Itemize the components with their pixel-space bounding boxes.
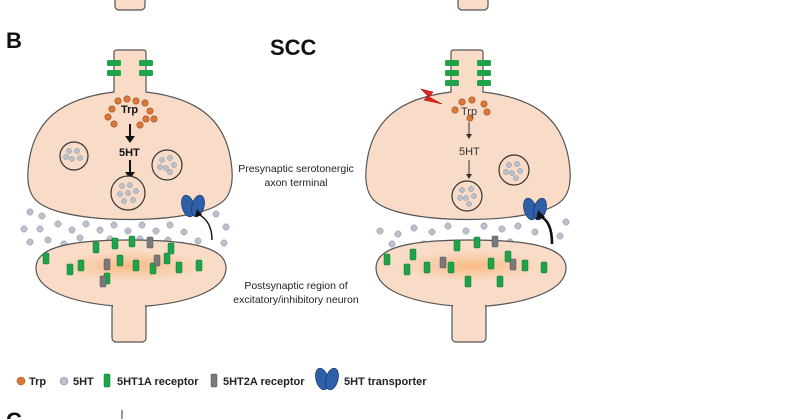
legend-5ht-label: 5HT: [73, 376, 94, 388]
left-vesicle-2: [151, 149, 183, 181]
postsynaptic-label-line1: Postsynaptic region of: [244, 280, 347, 292]
legend-5ht1a-label: 5HT1A receptor: [117, 376, 199, 388]
legend-trp-swatch: [16, 376, 26, 386]
legend-trp-label: Trp: [29, 376, 46, 388]
previous-panel-stem-left: [114, 0, 146, 11]
right-post-5ht1a-receptors: [383, 236, 548, 288]
panel-letter-c: C: [6, 408, 22, 419]
left-stem-5ht1a-receptor-1: [107, 60, 121, 66]
right-vesicle-1: [498, 154, 530, 186]
right-cleft-5ht: [376, 218, 570, 248]
left-dendrite-stem: [111, 303, 147, 343]
left-reuptake-arrow: [197, 213, 213, 241]
right-reuptake-arrow: [539, 214, 554, 245]
right-5ht-transporter: [523, 197, 547, 221]
legend-5ht2a-swatch: [210, 373, 218, 388]
right-trp-label: Trp: [461, 106, 477, 118]
left-vesicle-1: [59, 141, 89, 171]
figure-title: SCC: [270, 35, 317, 60]
right-post-5ht2a-receptors: [439, 235, 517, 271]
left-5ht-label: 5HT: [119, 147, 140, 159]
left-neuron: Trp 5HT: [20, 49, 233, 343]
legend: Trp 5HT 5HT1A receptor 5HT2A receptor 5H…: [16, 367, 427, 391]
left-trp-label: Trp: [121, 104, 138, 116]
legend-5ht-swatch: [59, 376, 69, 386]
left-stem-5ht1a-receptor-2: [107, 70, 121, 76]
left-stem-5ht1a-receptor-4: [139, 70, 153, 76]
right-5ht-label: 5HT: [459, 146, 480, 158]
presynaptic-label-line2: axon terminal: [264, 177, 327, 189]
legend-5ht1a-swatch: [103, 373, 111, 388]
postsynaptic-label-line2: excitatory/inhibitory neuron: [233, 294, 359, 306]
left-vesicle-3: [110, 175, 146, 211]
legend-transporter-swatch: [315, 367, 339, 391]
legend-5ht2a-label: 5HT2A receptor: [223, 376, 305, 388]
right-neuron: Trp 5HT: [365, 49, 571, 343]
left-trp-cluster: [104, 95, 158, 129]
right-vesicle-2: [451, 180, 483, 212]
panel-letter-b: B: [6, 28, 22, 53]
previous-panel-stem-right: [457, 0, 489, 11]
lightning-icon: [420, 88, 443, 105]
left-post-5ht1a-receptors: [42, 235, 203, 285]
legend-transporter-label: 5HT transporter: [344, 376, 427, 388]
left-stem-5ht1a-receptor-3: [139, 60, 153, 66]
presynaptic-label-line1: Presynaptic serotonergic: [238, 163, 354, 175]
right-trp-cluster: [451, 96, 491, 122]
left-post-5ht2a-receptors: [99, 236, 161, 288]
left-5ht-transporter: [181, 194, 205, 218]
right-dendrite-stem: [451, 303, 487, 343]
